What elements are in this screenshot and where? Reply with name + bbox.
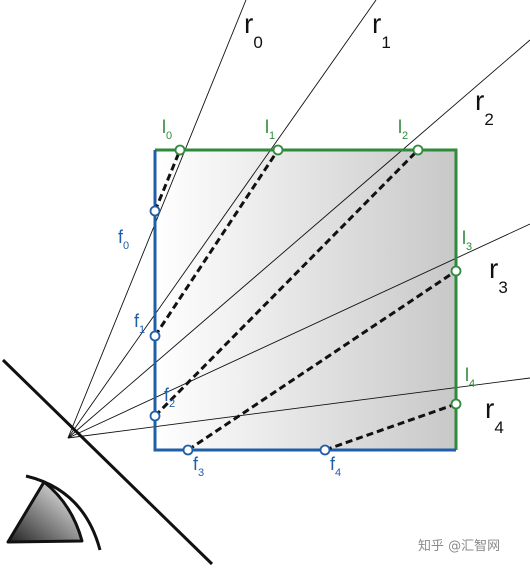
ray-0 (67, 0, 247, 439)
front-label-2: f2 (164, 385, 175, 410)
light-label-3: l3 (462, 228, 472, 253)
light-point-2-marker (412, 144, 424, 156)
dashed-segments (153, 148, 457, 452)
ray-4 (67, 377, 530, 439)
front-point-4-marker (319, 444, 331, 456)
light-point-4-marker (450, 398, 462, 410)
shaded-box (155, 150, 456, 450)
box-edges (153, 148, 458, 452)
front-point-1-marker (149, 330, 161, 342)
front-point-labels: f0 f1 f2 f3 f4 (118, 227, 341, 479)
front-label-0: f0 (118, 227, 129, 252)
image-plane (1, 358, 214, 566)
front-point-3-marker (182, 444, 194, 456)
light-hit-points (174, 144, 462, 410)
front-label-3: f3 (193, 454, 204, 479)
front-label-1: f1 (134, 311, 145, 336)
light-label-1: l1 (265, 117, 275, 142)
light-point-1-marker (272, 144, 284, 156)
light-label-4: l4 (465, 365, 475, 390)
light-label-2: l2 (398, 117, 408, 142)
ray-label-2: r2 (475, 85, 494, 129)
ray-label-1: r1 (372, 8, 391, 52)
ray-1 (67, 0, 377, 439)
ray-3 (67, 223, 530, 439)
rays (67, 0, 530, 439)
front-point-0-marker (149, 205, 161, 217)
front-label-4: f4 (330, 454, 341, 479)
front-hit-points (149, 205, 331, 456)
ray-label-0: r0 (244, 8, 263, 52)
segment-1 (153, 149, 280, 337)
light-point-labels: l0 l1 l2 l3 l4 (162, 117, 475, 390)
segment-2 (153, 148, 420, 418)
light-label-0: l0 (162, 117, 172, 142)
light-point-0-marker (174, 144, 186, 156)
ray-labels: r0 r1 r2 r3 r4 (244, 8, 508, 437)
segment-3 (187, 269, 457, 452)
light-edge (155, 148, 458, 450)
ray-label-3: r3 (489, 253, 508, 297)
eye-icon (6, 474, 102, 551)
front-edge (153, 150, 456, 452)
ray-label-4: r4 (485, 393, 504, 437)
segment-4 (324, 402, 457, 452)
ray-2 (67, 39, 530, 439)
front-point-2-marker (149, 410, 161, 422)
light-point-3-marker (450, 265, 462, 277)
watermark: 知乎 @汇智网 (418, 538, 500, 554)
